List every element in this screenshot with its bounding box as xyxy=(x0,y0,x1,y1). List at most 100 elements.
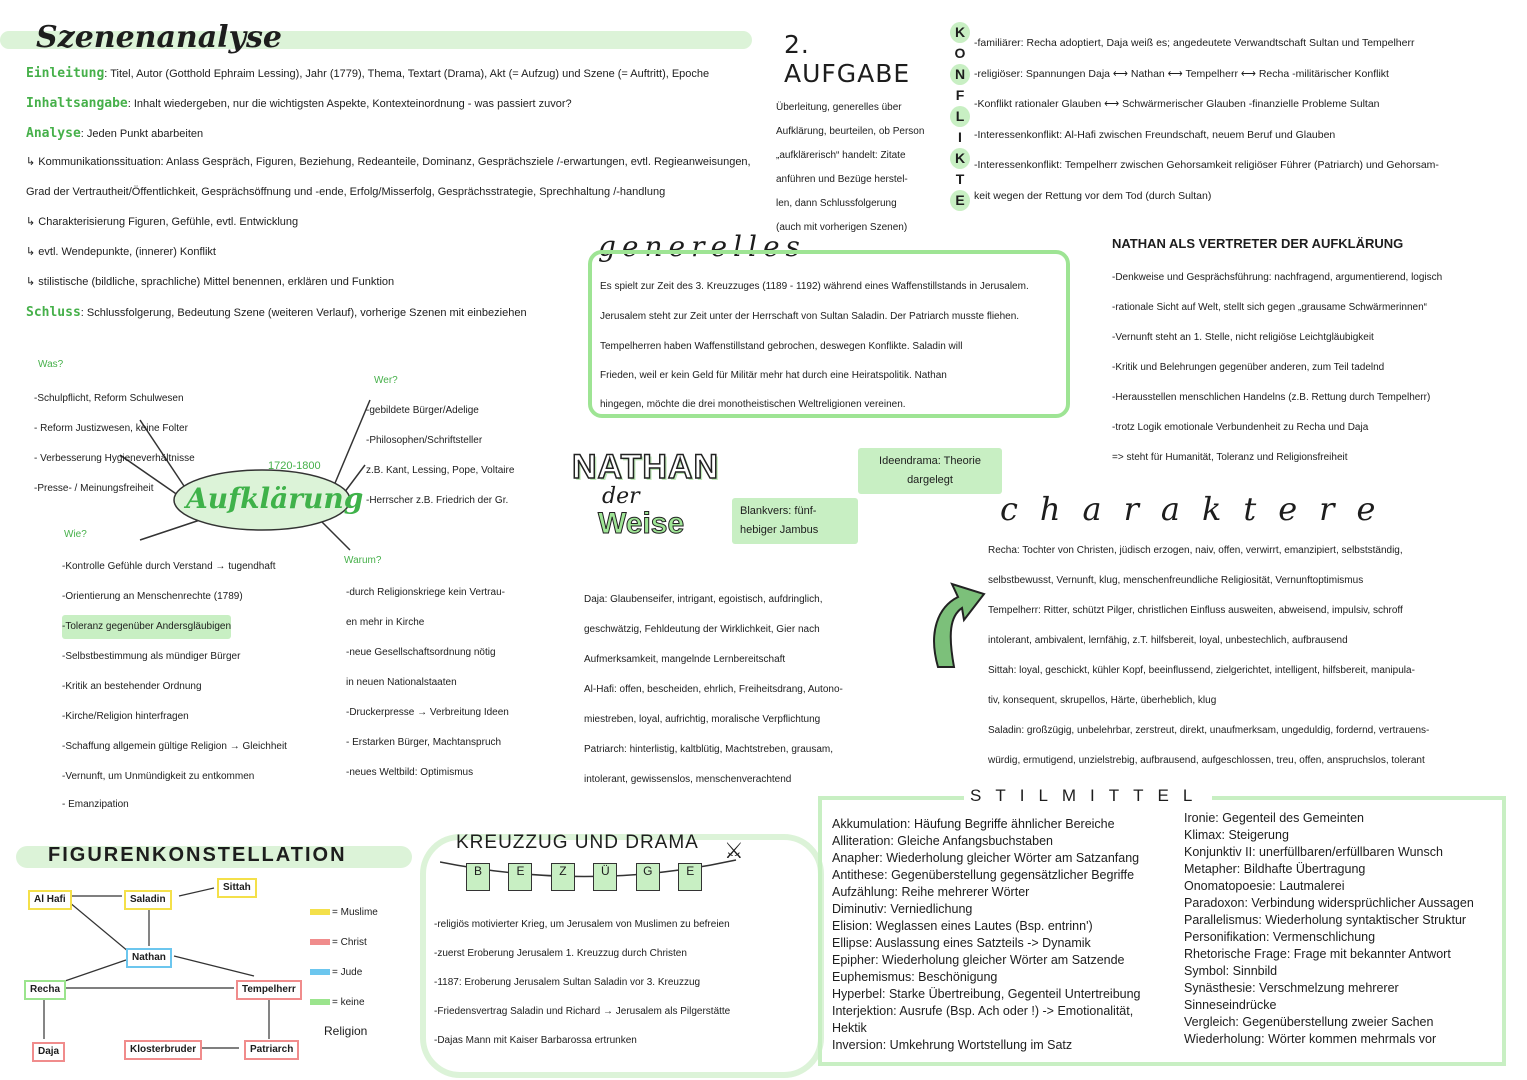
ideendrama-box: Ideendrama: Theorie dargelegt xyxy=(858,448,1002,494)
kreuzzug-line: -Friedensvertrag Saladin und Richard → J… xyxy=(434,1006,731,1017)
charaktere-title: charaktere xyxy=(1000,490,1398,528)
generelles-title: generelles xyxy=(598,230,806,263)
title-underline xyxy=(0,31,752,49)
charakter-line: würdig, ermutigend, unzielstrebig, aufbr… xyxy=(988,755,1425,766)
analyse-label: Analyse xyxy=(26,126,81,141)
konflikte-letter: E xyxy=(950,190,970,211)
stilmittel-item: Vergleich: Gegenüberstellung zweier Sach… xyxy=(1184,1015,1434,1029)
inhalt-text: : Inhalt wiedergeben, nur die wichtigste… xyxy=(127,98,572,110)
aufgabe2-line-2: Aufklärung, beurteilen, ob Person xyxy=(776,126,925,137)
relation-line xyxy=(178,887,215,897)
vertreter-line-3: -Vernunft steht an 1. Stelle, nicht reli… xyxy=(1112,332,1374,343)
charaktere-section: Recha: Tochter von Christen, jüdisch erz… xyxy=(988,536,1518,776)
legend-label: = keine xyxy=(332,997,365,1008)
stilmittel-title: STILMITTEL xyxy=(964,786,1213,806)
mindmap-line xyxy=(319,519,351,551)
stilmittel-right: Ironie: Gegenteil des Gemeinten Klimax: … xyxy=(1184,810,1474,1048)
konflikt-line-2: -religiöser: Spannungen Daja ⟷ Nathan ⟷ … xyxy=(974,68,1389,80)
stilmittel-item: Onomatopoesie: Lautmalerei xyxy=(1184,879,1345,893)
vertreter-line-2: -rationale Sicht auf Welt, stellt sich g… xyxy=(1112,302,1427,313)
mindmap-line xyxy=(139,419,191,496)
was-item: - Reform Justizwesen, keine Folter xyxy=(34,423,188,434)
warum-item: -Druckerpresse → Verbreitung Ideen xyxy=(346,707,509,718)
wer-list: -gebildete Bürger/Adelige -Philosophen/S… xyxy=(366,396,514,516)
stilmittel-item: Klimax: Steigerung xyxy=(1184,828,1289,842)
kreuzzug-title: KREUZZUG UND DRAMA xyxy=(456,832,699,853)
vertreter-line-7: => steht für Humanität, Toleranz und Rel… xyxy=(1112,452,1348,463)
wie-label: Wie? xyxy=(64,529,87,540)
stilmittel-item: Ironie: Gegenteil des Gemeinten xyxy=(1184,811,1364,825)
kreuzzug-section: KREUZZUG UND DRAMA ⚔ B E Z Ü G E -religi… xyxy=(420,826,824,1078)
wie-item: -Toleranz gegenüber Andersgläubigen xyxy=(62,615,232,639)
figur-line: miestreben, loyal, aufrichtig, moralisch… xyxy=(584,714,821,725)
legend-extra: Religion xyxy=(324,1024,368,1038)
nathan-der: der xyxy=(602,484,640,509)
analyse-line: Analyse: Jeden Punkt abarbeiten xyxy=(26,126,203,142)
konflikt-line-3: -Konflikt rationaler Glauben ⟷ Schwärmer… xyxy=(974,98,1380,110)
wer-item: -Herrscher z.B. Friedrich der Gr. xyxy=(366,495,509,506)
inhalt-label: Inhaltsangabe xyxy=(26,96,128,111)
node-klosterbruder: Klosterbruder xyxy=(124,1040,203,1060)
einleitung-line: Einleitung: Titel, Autor (Gotthold Ephra… xyxy=(26,66,709,82)
node-saladin: Saladin xyxy=(124,890,172,910)
node-patriarch: Patriarch xyxy=(244,1040,300,1060)
figur-line: Al-Hafi: offen, bescheiden, ehrlich, Fre… xyxy=(584,684,843,695)
konflikt-line-1: -familiärer: Recha adoptiert, Daja weiß … xyxy=(974,37,1415,49)
stilmittel-item: Diminutiv: Verniedlichung xyxy=(832,902,973,916)
warum-item: -neue Gesellschaftsordnung nötig xyxy=(346,647,496,658)
vertreter-line-5: -Herausstellen menschlichen Handelns (z.… xyxy=(1112,392,1431,403)
legend-swatch xyxy=(310,909,330,916)
konflikte-letter: K xyxy=(950,148,970,169)
nathan-title: NATHAN xyxy=(571,447,720,487)
schluss-line: Schluss: Schlussfolgerung, Bedeutung Sze… xyxy=(26,305,527,321)
swords-icon: ⚔ xyxy=(724,838,744,863)
konflikte-letter: L xyxy=(950,106,970,127)
stilmittel-item: Paradoxon: Verbindung widersprüchlicher … xyxy=(1184,896,1474,910)
wie-item: -Vernunft, um Unmündigkeit zu entkommen xyxy=(62,771,255,782)
kreuzzug-line: -Dajas Mann mit Kaiser Barbarossa ertrun… xyxy=(434,1035,637,1046)
aufklaerung-section: Aufklärung 1720-1800 Was? -Schulpflicht,… xyxy=(0,340,580,820)
mindmap-line xyxy=(329,399,371,496)
analyse-point-5: ↳ stilistische (bildliche, sprachliche) … xyxy=(26,276,395,288)
inhalt-line: Inhaltsangabe: Inhalt wiedergeben, nur d… xyxy=(26,96,572,112)
was-item: -Presse- / Meinungsfreiheit xyxy=(34,483,154,494)
warum-item: in neuen Nationalstaaten xyxy=(346,677,457,688)
bunting-flag: Ü xyxy=(593,863,618,891)
szenenanalyse-section: Szenenanalyse Einleitung: Titel, Autor (… xyxy=(0,0,760,330)
legend-swatch xyxy=(310,939,330,946)
stilmittel-item: Hyperbel: Starke Übertreibung, Gegenteil… xyxy=(832,987,1141,1001)
wer-item: z.B. Kant, Lessing, Pope, Voltaire xyxy=(366,465,515,476)
kreuzzug-line: -1187: Eroberung Jerusalem Sultan Saladi… xyxy=(434,977,701,988)
konstellation-title-bar xyxy=(16,846,412,868)
konflikte-section: K O N F L I K T E -familiärer: Recha ado… xyxy=(950,22,1520,222)
stilmittel-item: Antithese: Gegenüberstellung gegensätzli… xyxy=(832,868,1135,882)
warum-item: - Erstarken Bürger, Machtanspruch xyxy=(346,737,502,748)
stilmittel-item: Interjektion: Ausrufe (Bsp. Ach oder !) … xyxy=(832,1004,1134,1018)
generelles-line-2: Jerusalem steht zur Zeit unter der Herrs… xyxy=(600,311,1020,322)
einleitung-text: : Titel, Autor (Gotthold Ephraim Lessing… xyxy=(104,68,710,80)
node-sittah: Sittah xyxy=(217,878,257,898)
legend-item-christ: = Christ xyxy=(310,928,378,958)
charakter-line: Sittah: loyal, geschickt, kühler Kopf, b… xyxy=(988,665,1415,676)
mindmap-line xyxy=(119,454,186,501)
aufklaerung-cloud xyxy=(173,469,351,531)
legend-item-jude: = Jude xyxy=(310,958,378,988)
stilmittel-item: Elision: Weglassen eines Lautes (Bsp. en… xyxy=(832,919,1093,933)
bunting-flags: B E Z Ü G E xyxy=(466,862,703,891)
bunting-flag: E xyxy=(678,863,703,891)
aufklaerung-years: 1720-1800 xyxy=(268,460,321,472)
relation-line xyxy=(173,955,255,977)
vertreter-title: NATHAN ALS VERTRETER DER AUFKLÄRUNG xyxy=(1112,236,1404,251)
stilmittel-item: Inversion: Umkehrung Wortstellung im Sat… xyxy=(832,1038,1073,1052)
was-item: - Verbesserung Hygieneverhältnisse xyxy=(34,453,195,464)
vertreter-line-6: -trotz Logik emotionale Verbundenheit zu… xyxy=(1112,422,1369,433)
wer-label: Wer? xyxy=(374,375,398,386)
vertreter-line-1: -Denkweise und Gesprächsführung: nachfra… xyxy=(1112,272,1443,283)
charakter-line: Saladin: großzügig, unbelehrbar, zerstre… xyxy=(988,725,1430,736)
bunting-flag: Z xyxy=(550,863,575,891)
aufgabe2-line-6: (auch mit vorherigen Szenen) xyxy=(776,222,908,233)
mindmap-line xyxy=(139,519,201,541)
charakter-line: Recha: Tochter von Christen, jüdisch erz… xyxy=(988,545,1403,556)
legend-item-keine: = keine xyxy=(310,988,378,1018)
analyse-point-4: ↳ evtl. Wendepunkte, (innerer) Konflikt xyxy=(26,246,216,258)
